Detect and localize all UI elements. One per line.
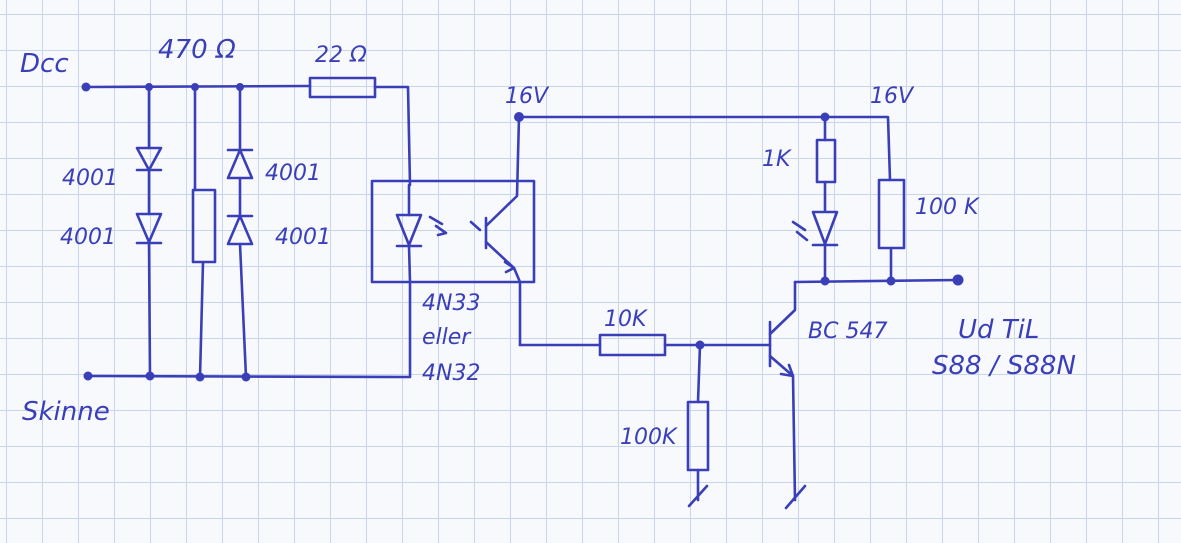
output-label-1: Ud TiL bbox=[958, 315, 1039, 345]
output-label-2: S88 / S88N bbox=[932, 351, 1076, 381]
r1k-label: 1K bbox=[762, 147, 792, 172]
transistor-label: BC 547 bbox=[808, 319, 887, 344]
optocoupler bbox=[370, 115, 536, 347]
d4-label: 4001 bbox=[275, 225, 331, 250]
skinne-label: Skinne bbox=[22, 397, 110, 427]
r22-label: 22 Ω bbox=[315, 43, 367, 68]
transistor-bc547 bbox=[768, 280, 807, 510]
d2-label: 4001 bbox=[60, 225, 116, 250]
opto-label-2: eller bbox=[422, 325, 472, 350]
dcc-label: Dcc bbox=[20, 49, 69, 79]
resistor-470-ohm bbox=[191, 85, 217, 379]
resistor-100k-pullup bbox=[877, 178, 906, 282]
r100k-right-label: 100 K bbox=[915, 195, 980, 220]
output-node bbox=[793, 274, 964, 286]
diode-string-left bbox=[135, 85, 163, 378]
supply-16v-line bbox=[514, 112, 892, 182]
skinne-rail bbox=[83, 280, 412, 382]
r10k-label: 10K bbox=[604, 307, 648, 332]
indicator-led bbox=[791, 210, 839, 282]
resistor-100k-ground bbox=[686, 343, 710, 508]
diode-string-right bbox=[226, 85, 254, 379]
dcc-rail bbox=[81, 82, 412, 187]
v16-right-label: 16V bbox=[870, 84, 915, 109]
resistor-22-ohm bbox=[308, 76, 377, 99]
v16-left-label: 16V bbox=[505, 84, 550, 109]
resistor-10k bbox=[518, 333, 772, 357]
resistor-1k bbox=[815, 115, 837, 212]
opto-label-3: 4N32 bbox=[422, 361, 480, 386]
d3-label: 4001 bbox=[265, 161, 321, 186]
r100k-bottom-label: 100K bbox=[620, 425, 678, 450]
r470-label: 470 Ω bbox=[158, 35, 236, 65]
opto-label-1: 4N33 bbox=[422, 291, 480, 316]
d1-label: 4001 bbox=[62, 166, 118, 191]
